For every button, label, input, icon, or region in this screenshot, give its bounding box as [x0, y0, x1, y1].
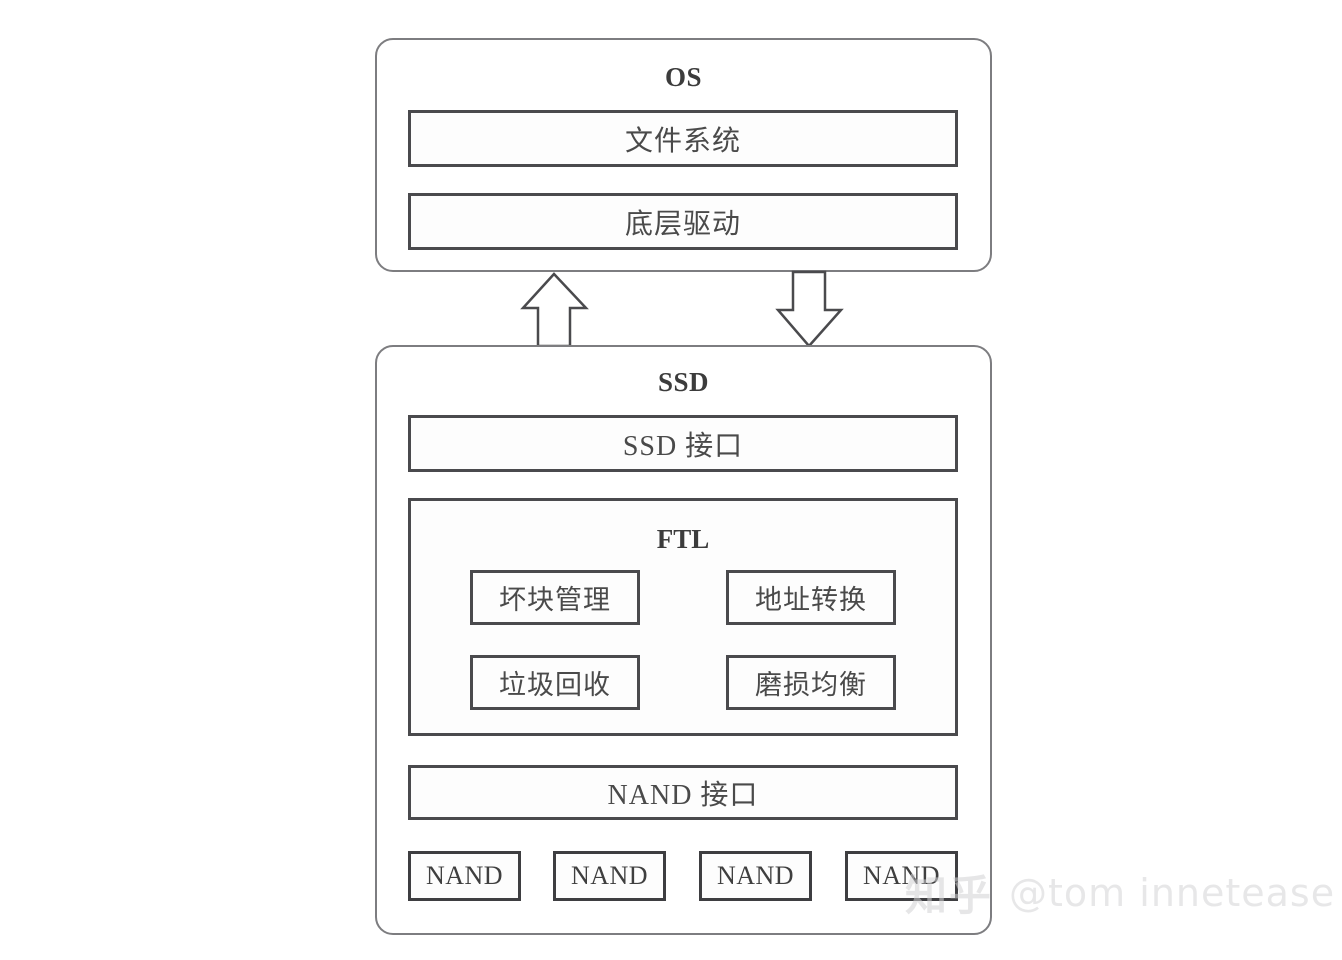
ssd-interface-box: SSD 接口: [408, 415, 958, 472]
nand-interface-label: NAND 接口: [607, 779, 759, 811]
ftl-module-address-translation: 地址转换: [726, 570, 896, 625]
ftl-title: FTL: [656, 524, 710, 554]
ssd-title: SSD: [657, 367, 710, 397]
ftl-module-bad-block-label: 坏块管理: [499, 585, 611, 615]
ssd-interface-label: SSD 接口: [622, 430, 744, 462]
os-layer-driver-label: 底层驱动: [624, 208, 741, 240]
ftl-module-garbage-collection-label: 垃圾回收: [499, 670, 611, 700]
watermark-handle: @tom innetease: [1009, 870, 1336, 915]
nand-chip-1-label: NAND: [425, 861, 504, 890]
ftl-module-wear-leveling-label: 磨损均衡: [755, 670, 867, 700]
os-layer-driver: 底层驱动: [408, 193, 958, 250]
ftl-module-bad-block: 坏块管理: [470, 570, 640, 625]
os-layer-filesystem: 文件系统: [408, 110, 958, 167]
nand-chip-1: NAND: [408, 851, 521, 901]
ftl-module-wear-leveling: 磨损均衡: [726, 655, 896, 710]
nand-chip-2-label: NAND: [570, 861, 649, 890]
os-layer-filesystem-label: 文件系统: [624, 125, 741, 157]
nand-chip-2: NAND: [553, 851, 666, 901]
nand-chip-3: NAND: [699, 851, 812, 901]
nand-chip-4: NAND: [845, 851, 958, 901]
ftl-module-garbage-collection: 垃圾回收: [470, 655, 640, 710]
arrow-up-icon: [520, 272, 589, 348]
os-title: OS: [664, 62, 703, 92]
arrow-down-icon: [775, 270, 844, 348]
nand-interface-box: NAND 接口: [408, 765, 958, 820]
nand-chip-3-label: NAND: [716, 861, 795, 890]
ftl-module-address-translation-label: 地址转换: [755, 585, 867, 615]
nand-chip-4-label: NAND: [862, 861, 941, 890]
